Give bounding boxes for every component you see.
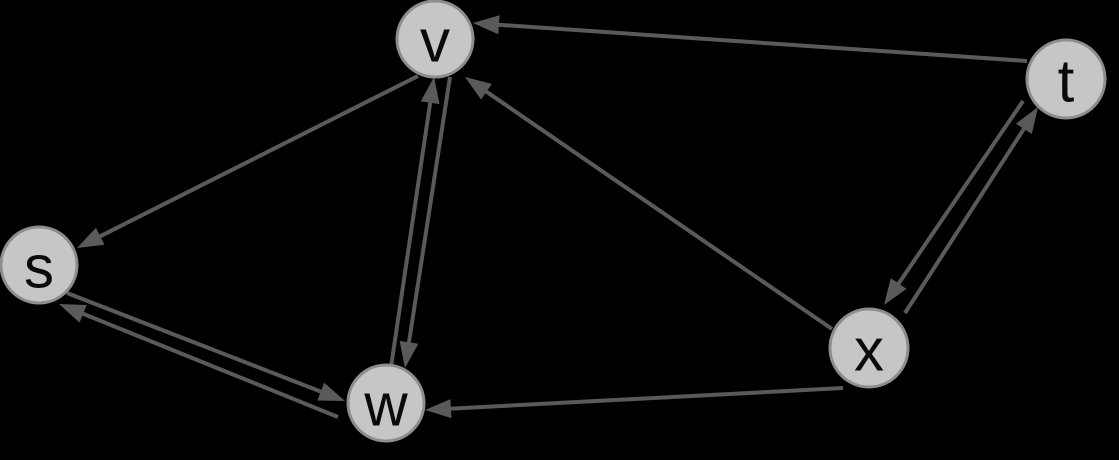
edge-line bbox=[444, 386, 844, 411]
edge-x-to-v bbox=[465, 77, 834, 331]
node-label: w bbox=[363, 372, 408, 439]
edge-w-to-v bbox=[389, 77, 440, 368]
edge-line bbox=[389, 95, 434, 368]
node-circle bbox=[0, 225, 79, 305]
arrowhead-icon bbox=[77, 227, 105, 248]
node-s: s bbox=[0, 225, 79, 305]
node-x: x bbox=[828, 307, 910, 389]
node-circle bbox=[828, 307, 910, 389]
node-w: w bbox=[346, 363, 426, 443]
arrowhead-icon bbox=[59, 304, 87, 323]
edge-line bbox=[93, 74, 419, 242]
edge-v-to-s bbox=[77, 74, 419, 248]
node-label: x bbox=[854, 317, 884, 384]
edge-line bbox=[76, 309, 339, 419]
arrowhead-icon bbox=[420, 77, 440, 105]
edge-line bbox=[66, 291, 328, 396]
edge-t-to-v bbox=[473, 15, 1028, 63]
arrowhead-icon bbox=[465, 77, 492, 100]
node-label: s bbox=[24, 234, 54, 301]
node-label: v bbox=[420, 8, 450, 75]
edge-w-to-s bbox=[59, 304, 339, 419]
arrowhead-icon bbox=[317, 382, 345, 401]
node-circle bbox=[395, 0, 475, 79]
edge-line bbox=[492, 22, 1028, 63]
edge-t-to-x bbox=[884, 99, 1025, 305]
node-label: t bbox=[1058, 48, 1075, 115]
edge-line bbox=[893, 99, 1025, 291]
arrowhead-icon bbox=[425, 399, 452, 419]
edge-v-to-w bbox=[399, 76, 452, 368]
arrowhead-icon bbox=[399, 340, 419, 368]
edge-x-to-w bbox=[425, 386, 844, 419]
edge-s-to-w bbox=[66, 291, 345, 401]
edge-x-to-t bbox=[903, 107, 1038, 315]
arrowhead-icon bbox=[473, 15, 500, 35]
edge-line bbox=[903, 122, 1030, 315]
node-circle bbox=[1025, 38, 1107, 120]
node-t: t bbox=[1025, 38, 1107, 120]
edge-line bbox=[406, 76, 452, 350]
arrowhead-icon bbox=[884, 278, 907, 305]
arrowhead-icon bbox=[1015, 107, 1038, 134]
edge-line bbox=[479, 86, 834, 331]
node-v: v bbox=[395, 0, 475, 79]
node-circle bbox=[346, 363, 426, 443]
